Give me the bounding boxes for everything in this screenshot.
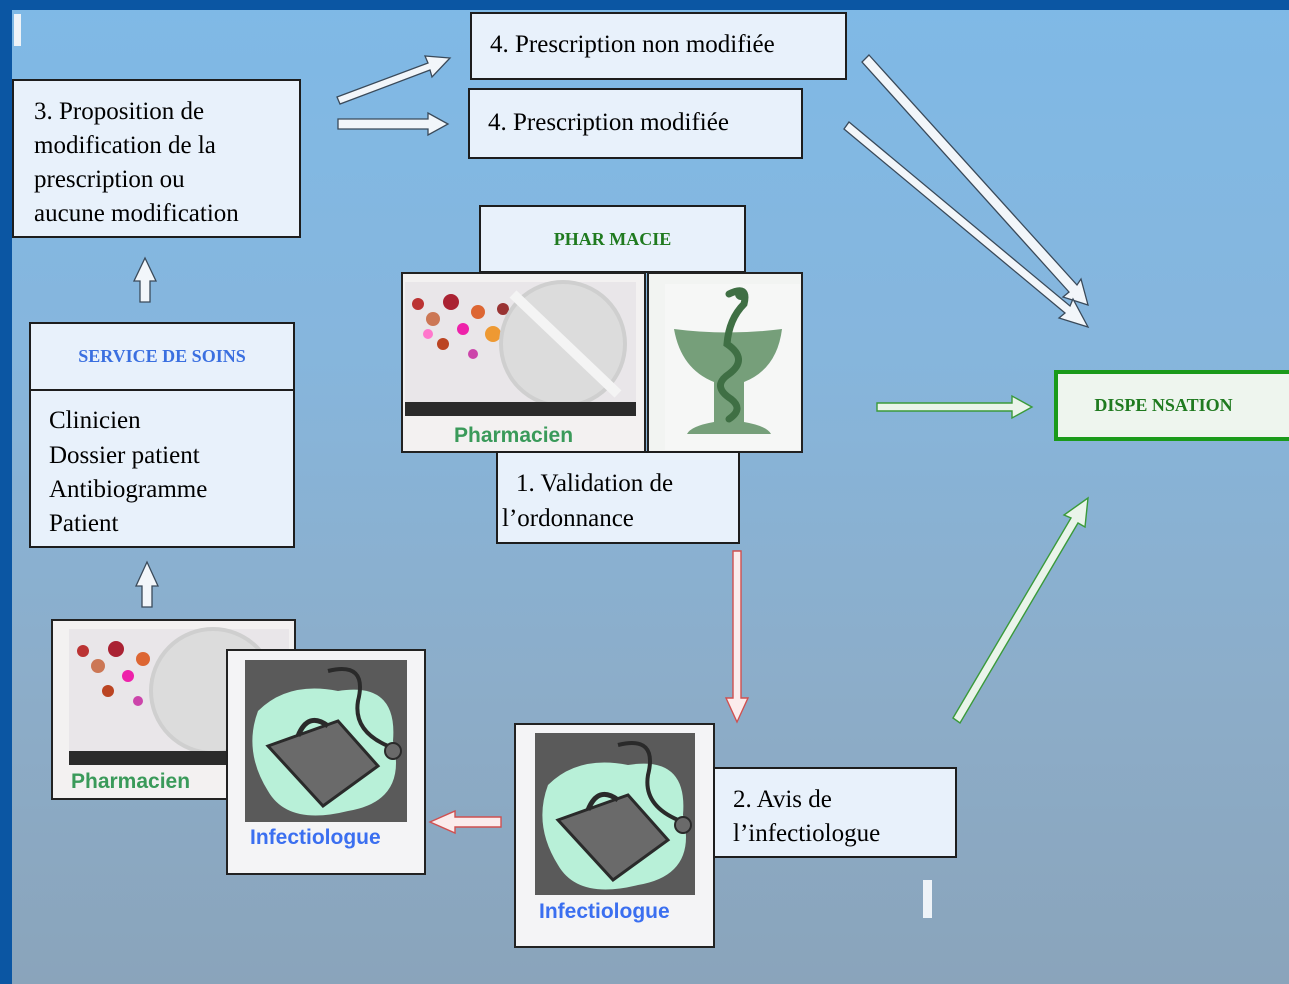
arrow-up-service (132, 256, 158, 303)
medical-bag-icon (535, 733, 695, 895)
avis-line: 2. Avis de (733, 786, 832, 813)
decor-tick (923, 880, 932, 918)
dispensation-label: DISPE NSATION (1094, 395, 1233, 415)
arrow-non-modifiee-to-dispensation (861, 54, 1089, 306)
prescription-modifiee-box: 4. Prescription modifiée (468, 88, 803, 159)
caduceus-photo (647, 272, 803, 453)
medical-bag-icon (245, 660, 407, 822)
arrow-validation-to-avis (724, 550, 750, 724)
service-item: Antibiogramme (49, 476, 208, 503)
proposition-line: 3. Proposition de (34, 98, 205, 125)
proposition-line: aucune modification (34, 200, 239, 227)
service-header: SERVICE DE SOINS (78, 346, 246, 366)
bottom-infectiologue-label: Infectiologue (250, 826, 381, 849)
service-item: Clinicien (49, 407, 141, 434)
pharmacien-label: Pharmacien (454, 424, 574, 447)
infectiologue-photo: Infectiologue (514, 723, 715, 948)
prescription-modifiee-text: 4. Prescription modifiée (488, 109, 729, 136)
validation-line: 1. Validation de (516, 470, 674, 497)
arrow-modifiee-to-dispensation (843, 121, 1090, 329)
avis-box: 2. Avis de l’infectiologue (713, 767, 957, 858)
service-item: Patient (49, 510, 119, 537)
service-item: Dossier patient (49, 442, 200, 469)
dispensation-box: DISPE NSATION (1054, 370, 1289, 441)
pharmacie-header: PHAR MACIE (553, 228, 672, 249)
arrow-avis-to-bottom-left (428, 809, 502, 835)
bottom-pharmacien-label: Pharmacien (71, 770, 191, 793)
pills-image (403, 274, 644, 451)
validation-line: l’ordonnance (502, 505, 634, 532)
decor-tick (14, 14, 21, 46)
avis-line: l’infectiologue (733, 820, 881, 847)
bottom-infectiologue-photo: Infectiologue (226, 649, 426, 875)
proposition-line: prescription ou (34, 166, 185, 193)
arrow-to-non-modifiee (336, 55, 452, 105)
arrow-avis-to-dispensation (952, 496, 1089, 725)
prescription-non-modifiee-box: 4. Prescription non modifiée (470, 12, 847, 80)
infectiologue-label: Infectiologue (539, 900, 670, 923)
service-items-box: Clinicien Dossier patient Antibiogramme … (29, 389, 295, 548)
pharmacien-photo: Pharmacien (401, 272, 646, 453)
pharmacie-header-box: PHAR MACIE (479, 205, 746, 273)
prescription-non-modifiee-text: 4. Prescription non modifiée (490, 31, 775, 58)
validation-box: 1. Validation de l’ordonnance (496, 451, 740, 544)
proposition-line: modification de la (34, 132, 216, 159)
service-header-box: SERVICE DE SOINS (29, 322, 295, 391)
caduceus-icon (665, 284, 800, 450)
arrow-pharmacie-to-dispensation (876, 394, 1034, 420)
proposition-box: 3. Proposition de modification de la pre… (12, 79, 301, 238)
arrow-up-pharmacien (134, 560, 160, 608)
arrow-to-modifiee (337, 111, 450, 137)
